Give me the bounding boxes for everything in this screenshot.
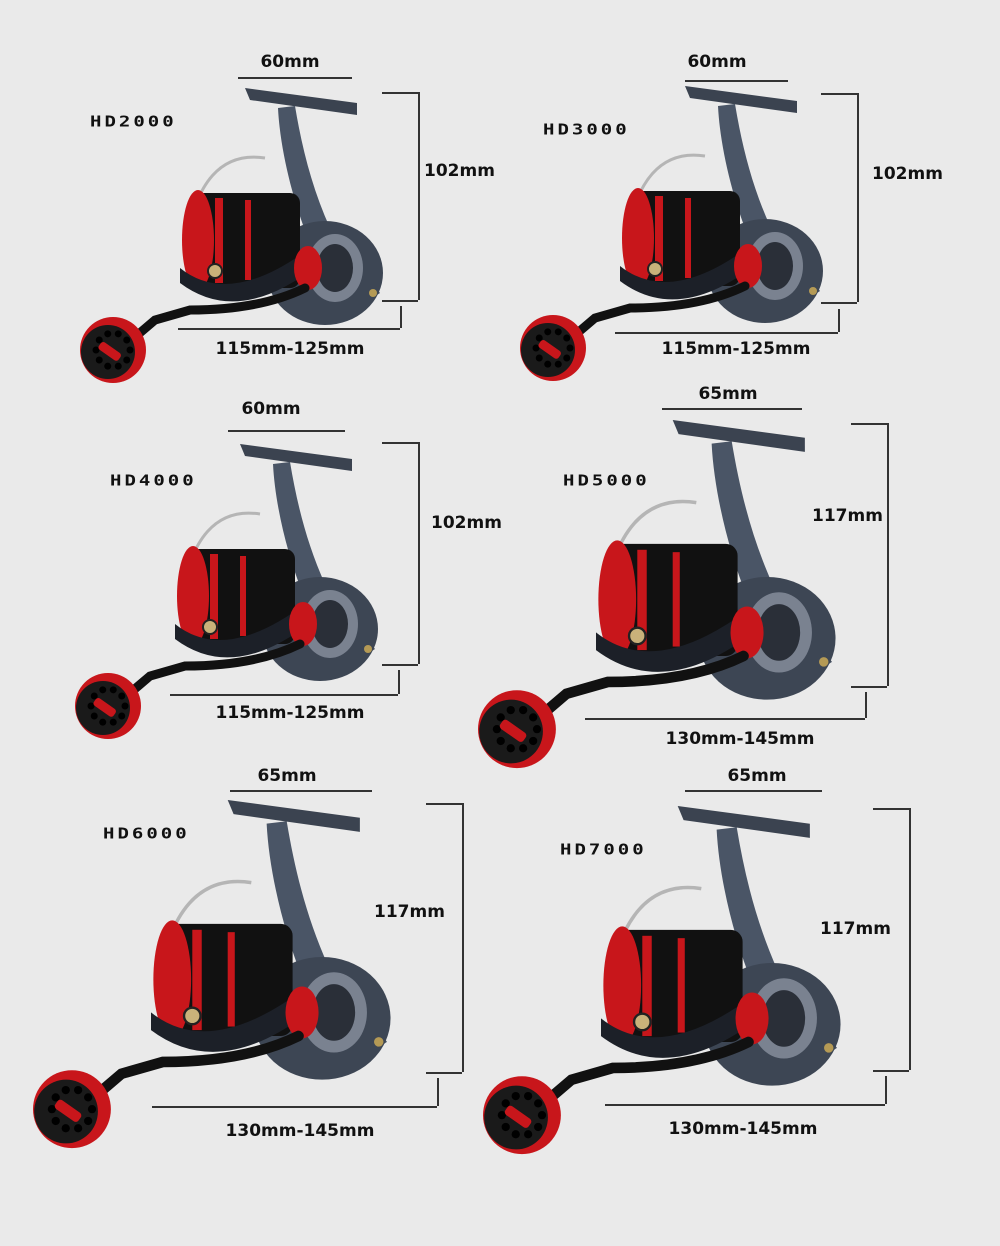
width-dimension-line bbox=[662, 408, 802, 410]
reel-image bbox=[520, 86, 823, 381]
height-dimension-tick bbox=[873, 808, 909, 810]
length-label: 130mm-145mm bbox=[225, 1121, 375, 1141]
height-dimension-tick bbox=[851, 423, 887, 425]
height-dimension-tick bbox=[873, 1070, 909, 1072]
length-label: 115mm-125mm bbox=[215, 339, 365, 359]
height-dimension-line bbox=[418, 442, 420, 664]
width-label: 65mm bbox=[727, 766, 787, 786]
model-label: HD4000 bbox=[110, 472, 197, 490]
height-label: 117mm bbox=[820, 919, 891, 939]
height-dimension-line bbox=[418, 92, 420, 300]
length-label: 115mm-125mm bbox=[215, 703, 365, 723]
height-label: 102mm bbox=[431, 513, 502, 533]
length-label: 130mm-145mm bbox=[665, 729, 815, 749]
height-dimension-tick bbox=[382, 92, 418, 94]
height-dimension-tick bbox=[382, 664, 418, 666]
width-label: 60mm bbox=[260, 52, 320, 72]
width-dimension-line bbox=[685, 80, 788, 82]
width-label: 60mm bbox=[241, 399, 301, 419]
height-label: 117mm bbox=[812, 506, 883, 526]
width-dimension-line bbox=[230, 790, 372, 792]
length-dimension-tick bbox=[400, 306, 402, 328]
model-label: HD3000 bbox=[543, 121, 630, 139]
model-label: HD6000 bbox=[103, 825, 190, 843]
model-label: HD2000 bbox=[90, 113, 177, 131]
reel-image bbox=[33, 800, 391, 1149]
width-dimension-line bbox=[228, 430, 345, 432]
height-dimension-tick bbox=[382, 442, 418, 444]
height-dimension-tick bbox=[382, 300, 418, 302]
length-dimension-line bbox=[605, 1104, 885, 1106]
length-label: 130mm-145mm bbox=[668, 1119, 818, 1139]
height-dimension-line bbox=[887, 423, 889, 686]
reel-image bbox=[483, 806, 841, 1155]
length-dimension-tick bbox=[398, 670, 400, 694]
width-label: 65mm bbox=[257, 766, 317, 786]
height-label: 102mm bbox=[424, 161, 495, 181]
reel-image bbox=[75, 444, 378, 739]
width-label: 60mm bbox=[687, 52, 747, 72]
length-dimension-line bbox=[178, 328, 400, 330]
height-label: 117mm bbox=[374, 902, 445, 922]
reel-image bbox=[478, 420, 836, 769]
model-label: HD7000 bbox=[560, 841, 647, 859]
height-dimension-line bbox=[857, 93, 859, 302]
height-dimension-tick bbox=[821, 302, 857, 304]
length-dimension-line bbox=[615, 332, 838, 334]
width-dimension-line bbox=[238, 77, 352, 79]
length-dimension-tick bbox=[437, 1078, 439, 1106]
height-dimension-tick bbox=[821, 93, 857, 95]
width-label: 65mm bbox=[698, 384, 758, 404]
model-label: HD5000 bbox=[563, 472, 650, 490]
length-dimension-line bbox=[170, 694, 398, 696]
height-dimension-line bbox=[462, 803, 464, 1072]
length-dimension-tick bbox=[885, 1076, 887, 1104]
reel-image bbox=[80, 88, 383, 383]
height-dimension-tick bbox=[851, 686, 887, 688]
length-dimension-line bbox=[152, 1106, 437, 1108]
length-dimension-tick bbox=[838, 309, 840, 332]
length-dimension-tick bbox=[865, 692, 867, 718]
height-dimension-tick bbox=[426, 803, 462, 805]
width-dimension-line bbox=[685, 790, 822, 792]
height-dimension-tick bbox=[426, 1072, 462, 1074]
height-dimension-line bbox=[909, 808, 911, 1070]
length-dimension-line bbox=[585, 718, 865, 720]
height-label: 102mm bbox=[872, 164, 943, 184]
length-label: 115mm-125mm bbox=[661, 339, 811, 359]
